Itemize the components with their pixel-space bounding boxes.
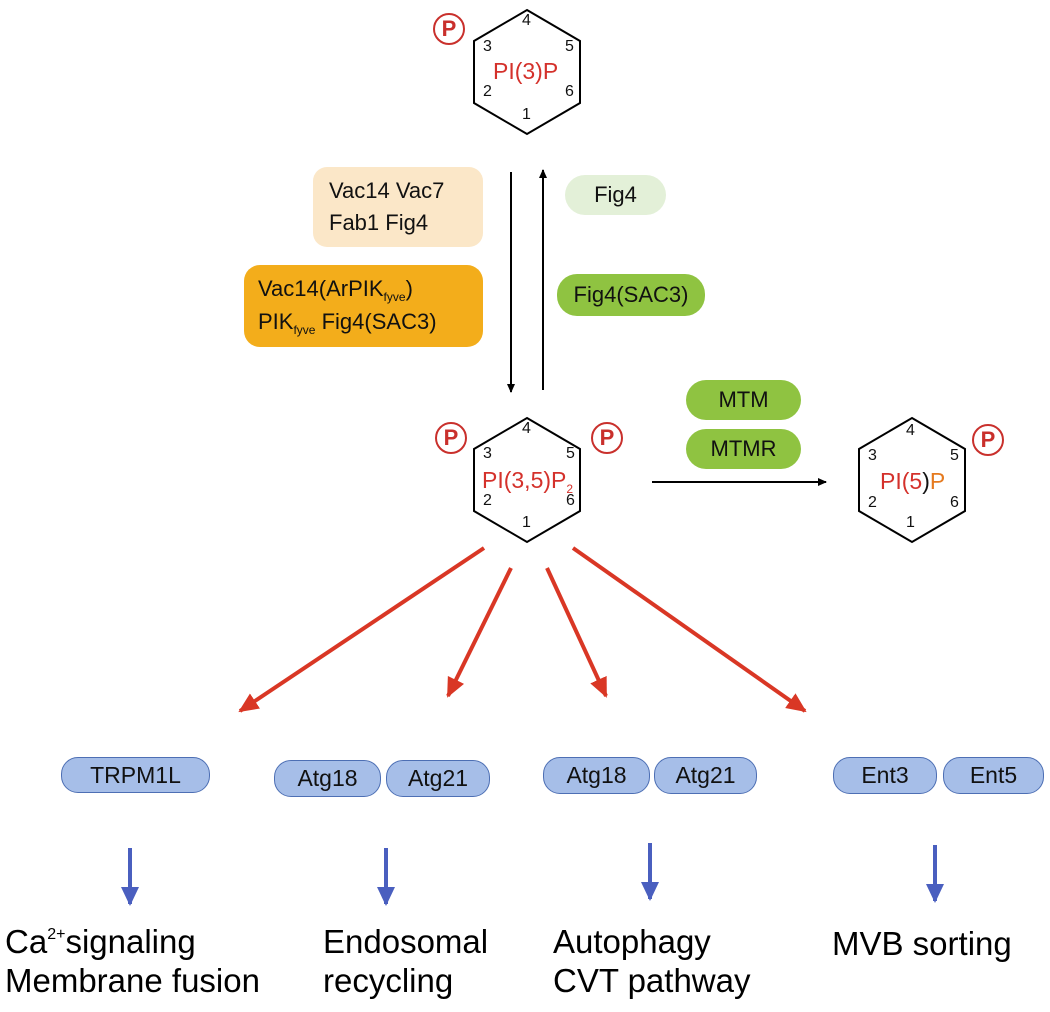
outcome-line: CVT pathway bbox=[553, 961, 751, 999]
red-arrow-4 bbox=[571, 546, 807, 713]
phosphate-marker-3: P bbox=[433, 13, 465, 45]
effector-ent5: Ent5 bbox=[943, 757, 1044, 794]
carbon-1-number: 1 bbox=[522, 106, 531, 123]
effector-atg18: Atg18 bbox=[274, 760, 381, 797]
carbon-3-number: 3 bbox=[868, 447, 877, 464]
outcome-line: Ca2+signaling bbox=[5, 923, 196, 960]
pi5p-label: PI(5)P bbox=[880, 468, 946, 494]
outcome-autophagy-cvt: Autophagy CVT pathway bbox=[553, 923, 750, 1001]
outcome-calcium-membrane: Ca2+signaling Membrane fusion bbox=[5, 923, 260, 1001]
carbon-6-number: 6 bbox=[566, 492, 575, 509]
effector-atg18: Atg18 bbox=[543, 757, 650, 794]
mammalian-pikfyve-complex: Vac14(ArPIKfyve) PIKfyve Fig4(SAC3) bbox=[244, 265, 483, 347]
yeast-pikfyve-complex: Vac14 Vac7 Fab1 Fig4 bbox=[313, 167, 483, 247]
effector-atg21: Atg21 bbox=[654, 757, 757, 794]
fig4-sac3-pill: Fig4(SAC3) bbox=[557, 274, 705, 316]
pi35p2-hexagon bbox=[473, 416, 581, 544]
carbon-2-number: 2 bbox=[483, 492, 492, 509]
carbon-5-number: 5 bbox=[950, 447, 959, 464]
carbon-2-number: 2 bbox=[483, 83, 492, 100]
outcome-line: MVB sorting bbox=[832, 925, 1012, 962]
carbon-5-number: 5 bbox=[565, 38, 574, 55]
carbon-1-number: 1 bbox=[522, 514, 531, 531]
mtm-pill: MTM bbox=[686, 380, 801, 420]
outcome-endosomal-recycling: Endosomal recycling bbox=[323, 923, 488, 1001]
red-arrow-1 bbox=[238, 546, 486, 713]
carbon-1-number: 1 bbox=[906, 514, 915, 531]
complex-line: Vac14 Vac7 bbox=[329, 178, 445, 204]
complex-line: Vac14(ArPIKfyve) bbox=[258, 275, 413, 304]
pi3p-label: PI(3)P bbox=[493, 58, 559, 84]
outcome-line: Autophagy bbox=[553, 923, 711, 960]
carbon-3-number: 3 bbox=[483, 445, 492, 462]
red-arrow-2 bbox=[446, 567, 513, 698]
outcome-line: recycling bbox=[323, 961, 454, 999]
effector-atg21: Atg21 bbox=[386, 760, 490, 797]
complex-line: Fab1 Fig4 bbox=[329, 210, 429, 235]
outcome-line: Membrane fusion bbox=[5, 961, 260, 999]
carbon-6-number: 6 bbox=[950, 494, 959, 511]
pi35p2-label: PI(3,5)P2 bbox=[482, 467, 574, 496]
carbon-5-number: 5 bbox=[566, 445, 575, 462]
effector-ent3: Ent3 bbox=[833, 757, 937, 794]
fig4-yeast-pill: Fig4 bbox=[565, 175, 666, 215]
red-arrow-3 bbox=[545, 567, 608, 698]
effector-trpm1l: TRPM1L bbox=[61, 757, 210, 793]
carbon-6-number: 6 bbox=[565, 83, 574, 100]
carbon-4-number: 4 bbox=[906, 422, 915, 439]
phosphate-marker-5: P bbox=[972, 424, 1004, 456]
carbon-3-number: 3 bbox=[483, 38, 492, 55]
phosphate-marker-5: P bbox=[591, 422, 623, 454]
pi3p-hexagon bbox=[473, 8, 581, 136]
complex-line: PIKfyve Fig4(SAC3) bbox=[258, 309, 437, 337]
outcome-line: Endosomal bbox=[323, 923, 489, 960]
pi5p-hexagon bbox=[858, 416, 966, 544]
outcome-mvb-sorting: MVB sorting bbox=[832, 925, 1012, 964]
carbon-2-number: 2 bbox=[868, 494, 877, 511]
mtmr-pill: MTMR bbox=[686, 429, 801, 469]
carbon-4-number: 4 bbox=[522, 420, 531, 437]
phosphate-marker-3: P bbox=[435, 422, 467, 454]
carbon-4-number: 4 bbox=[522, 12, 531, 29]
